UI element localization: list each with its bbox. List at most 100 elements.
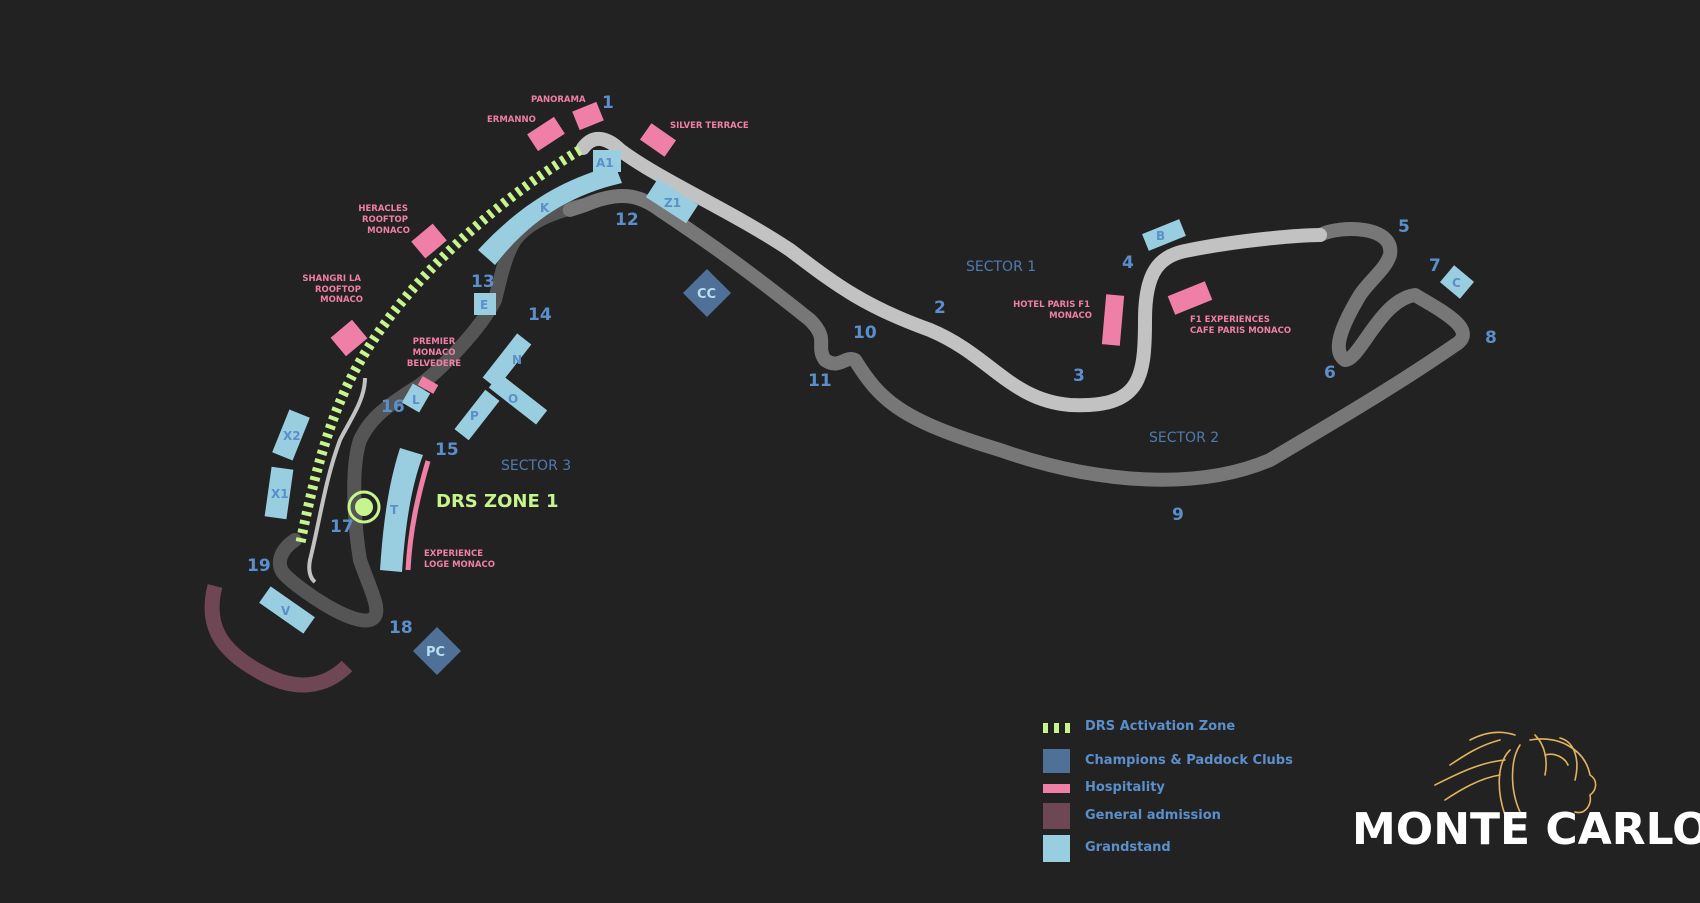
- legend-label: Hospitality: [1085, 780, 1165, 795]
- grandstand-label: V: [281, 604, 291, 618]
- grandstand-z1[interactable]: [645, 178, 699, 224]
- general-admission-swatch-icon: [1043, 803, 1070, 829]
- grandstand-label: T: [390, 503, 399, 517]
- turn-number: 14: [528, 305, 552, 325]
- grandstand-x2[interactable]: [272, 409, 310, 461]
- grandstand-label: L: [412, 393, 420, 407]
- legend-item-hospitality: Hospitality: [1043, 780, 1165, 795]
- sector-2-label: SECTOR 2: [1149, 430, 1219, 446]
- turn-number: 6: [1324, 363, 1336, 383]
- grandstand-l[interactable]: [401, 383, 431, 413]
- turn-number: 9: [1172, 505, 1184, 525]
- turn-number: 7: [1429, 256, 1441, 276]
- hospitality-silver-terrace[interactable]: [639, 123, 677, 157]
- grandstand-k[interactable]: [478, 165, 622, 265]
- grandstand-p[interactable]: [454, 389, 500, 441]
- monte-carlo-logo-text: MONTE CARLO: [1352, 804, 1700, 855]
- grandstand-v[interactable]: [259, 586, 315, 634]
- grandstand-e[interactable]: [474, 293, 496, 315]
- grandstand-a1[interactable]: [593, 150, 621, 172]
- track-sector-2: [563, 188, 1470, 487]
- general-admission-area[interactable]: [204, 584, 353, 693]
- grandstands: [259, 150, 1475, 634]
- hospitality-label: EXPERIENCE: [424, 549, 483, 559]
- sector-1-label: SECTOR 1: [966, 259, 1036, 275]
- legend-label: Grandstand: [1085, 840, 1171, 855]
- grandstand-label: P: [470, 409, 479, 423]
- turn-number: 5: [1398, 217, 1410, 237]
- drs-zone-label: DRS ZONE 1: [436, 491, 559, 512]
- turn-numbers: 1 2 3 4 5 6 7 8 9 10 11 12 13 14 15 16 1…: [247, 93, 1497, 638]
- hospitality-label: ROOFTOP: [362, 215, 408, 225]
- grandstand-label: B: [1156, 229, 1165, 243]
- hospitality-heracles[interactable]: [411, 223, 447, 259]
- hospitality-labels: PANORAMA ERMANNO SILVER TERRACE HERACLES…: [302, 95, 1291, 570]
- legend-label: DRS Activation Zone: [1085, 719, 1236, 734]
- legend-label: Champions & Paddock Clubs: [1085, 753, 1293, 768]
- clubs-swatch-icon: [1043, 749, 1070, 773]
- turn-number: 16: [381, 397, 405, 417]
- legend-item-grandstand: Grandstand: [1043, 835, 1171, 862]
- hospitality-label: SILVER TERRACE: [670, 121, 749, 131]
- hospitality-label: CAFE PARIS MONACO: [1190, 326, 1291, 336]
- track-sector-3: [272, 198, 592, 628]
- hospitality-label: MONACO: [367, 226, 410, 236]
- turn-number: 15: [435, 440, 459, 460]
- hospitality-label: HERACLES: [358, 204, 408, 214]
- champions-club[interactable]: CC: [682, 268, 732, 318]
- hospitality-label: SHANGRI LA: [302, 274, 361, 284]
- hospitality-hotel-paris[interactable]: [1101, 294, 1125, 346]
- grandstand-c[interactable]: [1439, 265, 1475, 299]
- grandstand-label: O: [508, 392, 518, 406]
- hospitality-panorama[interactable]: [572, 101, 604, 131]
- grandstand-labels: K A1 Z1 B C E N O P L T X1 X2 V: [271, 156, 1461, 618]
- grandstand-n[interactable]: [482, 333, 532, 389]
- grandstand-b[interactable]: [1142, 219, 1186, 251]
- turn-number: 1: [602, 93, 614, 113]
- hospitality-label: MONACO: [413, 348, 456, 358]
- turn-number: 13: [471, 272, 495, 292]
- legend-item-clubs: Champions & Paddock Clubs: [1043, 749, 1293, 773]
- hospitality-label: MONACO: [1049, 311, 1092, 321]
- hospitality-label: PREMIER: [413, 337, 456, 347]
- turn-number: 11: [808, 371, 832, 391]
- grandstand-swatch-icon: [1043, 835, 1070, 862]
- grandstand-label: A1: [596, 156, 614, 170]
- hospitality-f1-experiences[interactable]: [1167, 281, 1213, 315]
- hospitality-label: BELVEDERE: [407, 359, 461, 369]
- grandstand-label: X1: [271, 487, 289, 501]
- grandstand-label: Z1: [664, 196, 681, 210]
- legend-label: General admission: [1085, 808, 1221, 823]
- hospitality-label: LOGE MONACO: [424, 560, 495, 570]
- paddock-club[interactable]: PC: [412, 626, 462, 676]
- legend-item-general-admission: General admission: [1043, 803, 1221, 829]
- sector-3-label: SECTOR 3: [501, 458, 571, 474]
- turn-number: 17: [330, 517, 354, 537]
- drs-activation-zone: [295, 145, 583, 546]
- hospitality-areas: [330, 101, 1213, 571]
- grandstand-label: C: [1452, 276, 1461, 290]
- lion-logo-icon: [1434, 731, 1597, 816]
- hospitality-shangri-la[interactable]: [330, 319, 368, 357]
- hospitality-experience-loge[interactable]: [405, 460, 431, 571]
- pit-lane: [307, 377, 367, 584]
- turn-number: 3: [1073, 366, 1085, 386]
- grandstand-x1[interactable]: [264, 466, 294, 520]
- grandstand-t[interactable]: [380, 448, 423, 572]
- hospitality-label: ROOFTOP: [315, 285, 361, 295]
- hospitality-premier[interactable]: [417, 376, 439, 394]
- turn-number: 19: [247, 556, 271, 576]
- drs-dashes-icon: [1043, 723, 1070, 733]
- hospitality-label: ERMANNO: [487, 115, 536, 125]
- track-sector-1: [576, 131, 1327, 413]
- grandstand-o[interactable]: [488, 373, 548, 425]
- grandstand-label: N: [512, 353, 522, 367]
- hospitality-label: MONACO: [320, 295, 363, 305]
- drs-detection-point: [347, 490, 381, 524]
- hospitality-ermanno[interactable]: [527, 116, 565, 152]
- club-label: PC: [426, 645, 445, 660]
- grandstand-label: X2: [283, 429, 301, 443]
- turn-number: 12: [615, 210, 639, 230]
- hospitality-label: F1 EXPERIENCES: [1190, 315, 1270, 325]
